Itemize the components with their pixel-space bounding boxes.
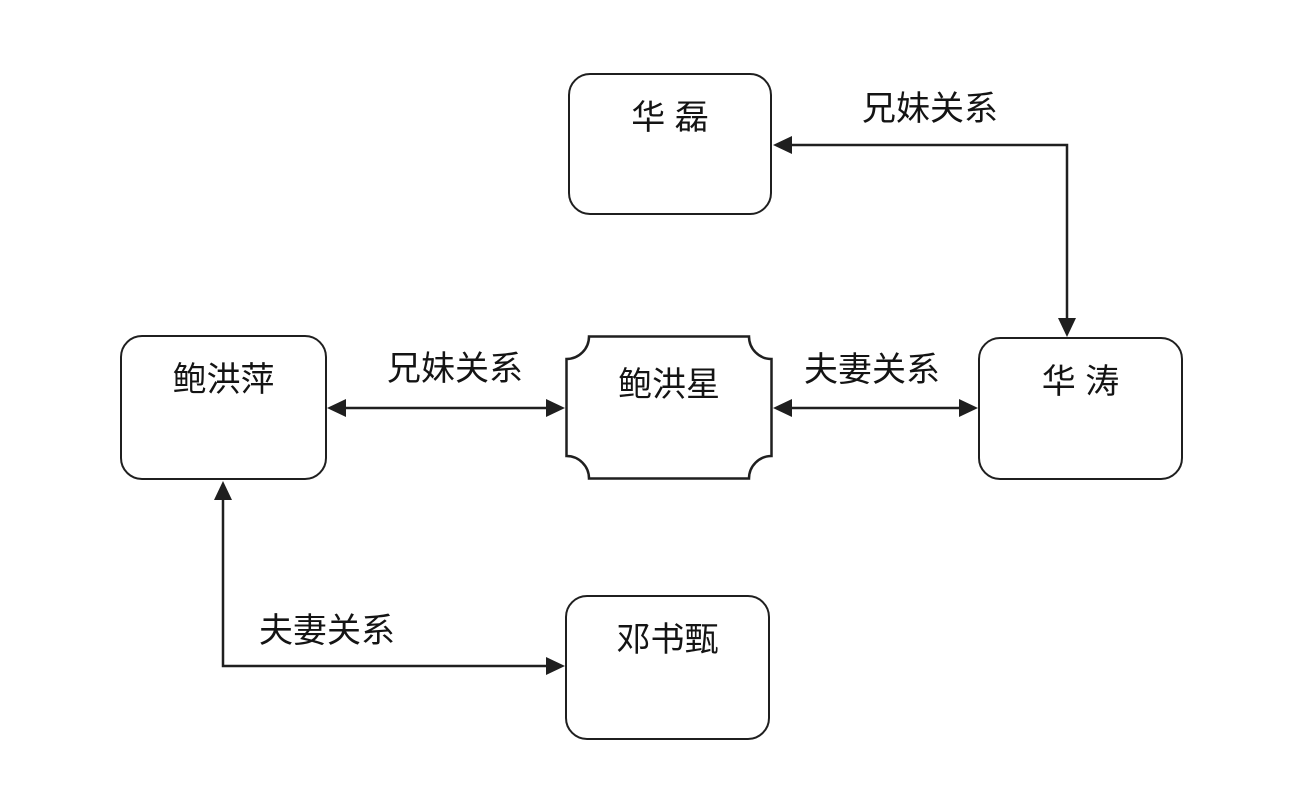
arrowhead-left-hua-lei (773, 136, 792, 154)
node-bao-hongxing: 鲍洪星 (565, 335, 773, 480)
edge-label-sibling-top: 兄妹关系 (862, 90, 998, 128)
arrowhead-right-bao-hongxing (546, 399, 565, 417)
arrowhead-up-bao-hongping (214, 481, 232, 500)
node-label-bao-hongxing: 鲍洪星 (618, 366, 720, 404)
arrowhead-right-hua-tao (959, 399, 978, 417)
node-hua-tao: 华 涛 (978, 337, 1183, 480)
node-deng-shuzhen: 邓书甄 (565, 595, 770, 740)
arrowhead-down-hua-tao (1058, 318, 1076, 337)
node-label-hua-lei: 华 磊 (631, 99, 709, 137)
node-bao-hongping: 鲍洪萍 (120, 335, 327, 480)
node-label-bao-hongping: 鲍洪萍 (172, 361, 275, 399)
edge-line-sibling-top (790, 143, 1069, 320)
arrowhead-right-deng-shuzhen (546, 657, 565, 675)
edge-label-spouse-mid: 夫妻关系 (804, 351, 940, 389)
node-hua-lei: 华 磊 (568, 73, 772, 215)
edge-label-spouse-bottom: 夫妻关系 (259, 612, 395, 650)
arrowhead-left-bao-hongping (327, 399, 346, 417)
node-label-deng-shuzhen: 邓书甄 (616, 621, 719, 659)
edge-label-sibling-mid: 兄妹关系 (387, 350, 523, 388)
edge-line-spouse-bottom (221, 498, 547, 668)
plaque-shape (565, 335, 773, 480)
arrowhead-left-bao-hongxing (773, 399, 792, 417)
node-label-hua-tao: 华 涛 (1041, 363, 1120, 401)
